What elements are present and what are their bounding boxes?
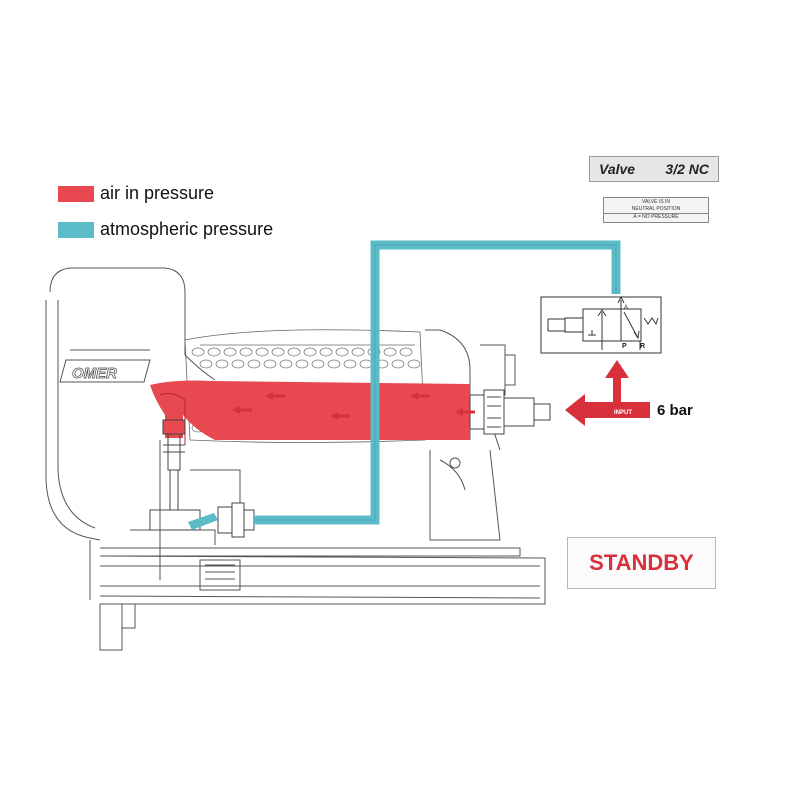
legend-item-pressure: air in pressure <box>58 183 214 204</box>
grip-hole <box>231 359 245 369</box>
internal-valve <box>149 419 201 531</box>
input-label: INPUT <box>614 410 632 416</box>
legend-swatch-atmospheric <box>58 221 94 238</box>
grip-hole <box>311 359 325 369</box>
port-a-label: A <box>624 305 628 311</box>
grip-hole <box>343 359 357 369</box>
left-arrow-icon <box>330 412 350 420</box>
grip-hole <box>271 347 285 357</box>
left-arrow-icon <box>265 392 285 400</box>
grip-hole <box>327 359 341 369</box>
grip-hole <box>383 347 397 357</box>
grip-hole <box>319 347 333 357</box>
grip-hole <box>239 347 253 357</box>
grip-hole <box>191 347 205 357</box>
left-arrow-icon <box>410 392 430 400</box>
legend-swatch-pressure <box>58 185 94 202</box>
grip-hole <box>359 359 373 369</box>
valve-status-note: VALVE IS IN NEUTRAL POSITION A = NO PRES… <box>603 197 709 223</box>
grip-hole <box>295 359 309 369</box>
valve-note-line-2: NEUTRAL POSITION <box>604 206 708 214</box>
valve-type: 3/2 NC <box>665 161 709 177</box>
pressure-chamber <box>150 380 470 440</box>
valve-name: Valve <box>599 161 636 177</box>
brand-logo-text: OMER <box>72 365 117 382</box>
grip-hole <box>407 359 421 369</box>
grip-hole <box>215 359 229 369</box>
port-r-label: R <box>640 343 645 350</box>
grip-hole <box>303 347 317 357</box>
left-arrow-icon <box>455 408 475 416</box>
grip-hole <box>207 347 221 357</box>
spring-icon <box>643 317 659 326</box>
status-label: STANDBY <box>589 550 694 575</box>
status-badge: STANDBY <box>567 537 716 589</box>
grip-hole <box>279 359 293 369</box>
port-p-label: P <box>622 343 627 350</box>
legend-item-atmospheric: atmospheric pressure <box>58 219 273 240</box>
inlet-fitting <box>469 389 551 435</box>
grip-hole <box>199 359 213 369</box>
grip-hole <box>223 347 237 357</box>
l-shaped-arrow-icon <box>565 360 650 426</box>
valve-note-line-1: VALVE IS IN <box>642 199 670 205</box>
atmospheric-hose <box>254 240 621 525</box>
grip-hole <box>255 347 269 357</box>
exhaust-connector <box>217 502 255 538</box>
valve-symbol <box>540 295 662 354</box>
grip-hole <box>351 347 365 357</box>
legend-label-pressure: air in pressure <box>100 183 215 203</box>
flow-arrows <box>232 392 475 420</box>
valve-title-box: Valve 3/2 NC <box>589 156 719 182</box>
grip-hole <box>263 359 277 369</box>
grip-hole <box>335 347 349 357</box>
brand-plate <box>59 359 151 383</box>
grip-hole <box>391 359 405 369</box>
grip-hole <box>399 347 413 357</box>
exhaust-channel <box>188 513 218 530</box>
legend-label-atmospheric: atmospheric pressure <box>100 219 274 239</box>
grip-hole <box>287 347 301 357</box>
left-arrow-icon <box>232 406 252 414</box>
input-pressure-value: 6 bar <box>657 402 693 419</box>
grip-hole <box>247 359 261 369</box>
valve-note-line-3: A = NO PRESSURE <box>633 214 679 220</box>
magazine-rail <box>99 547 546 651</box>
